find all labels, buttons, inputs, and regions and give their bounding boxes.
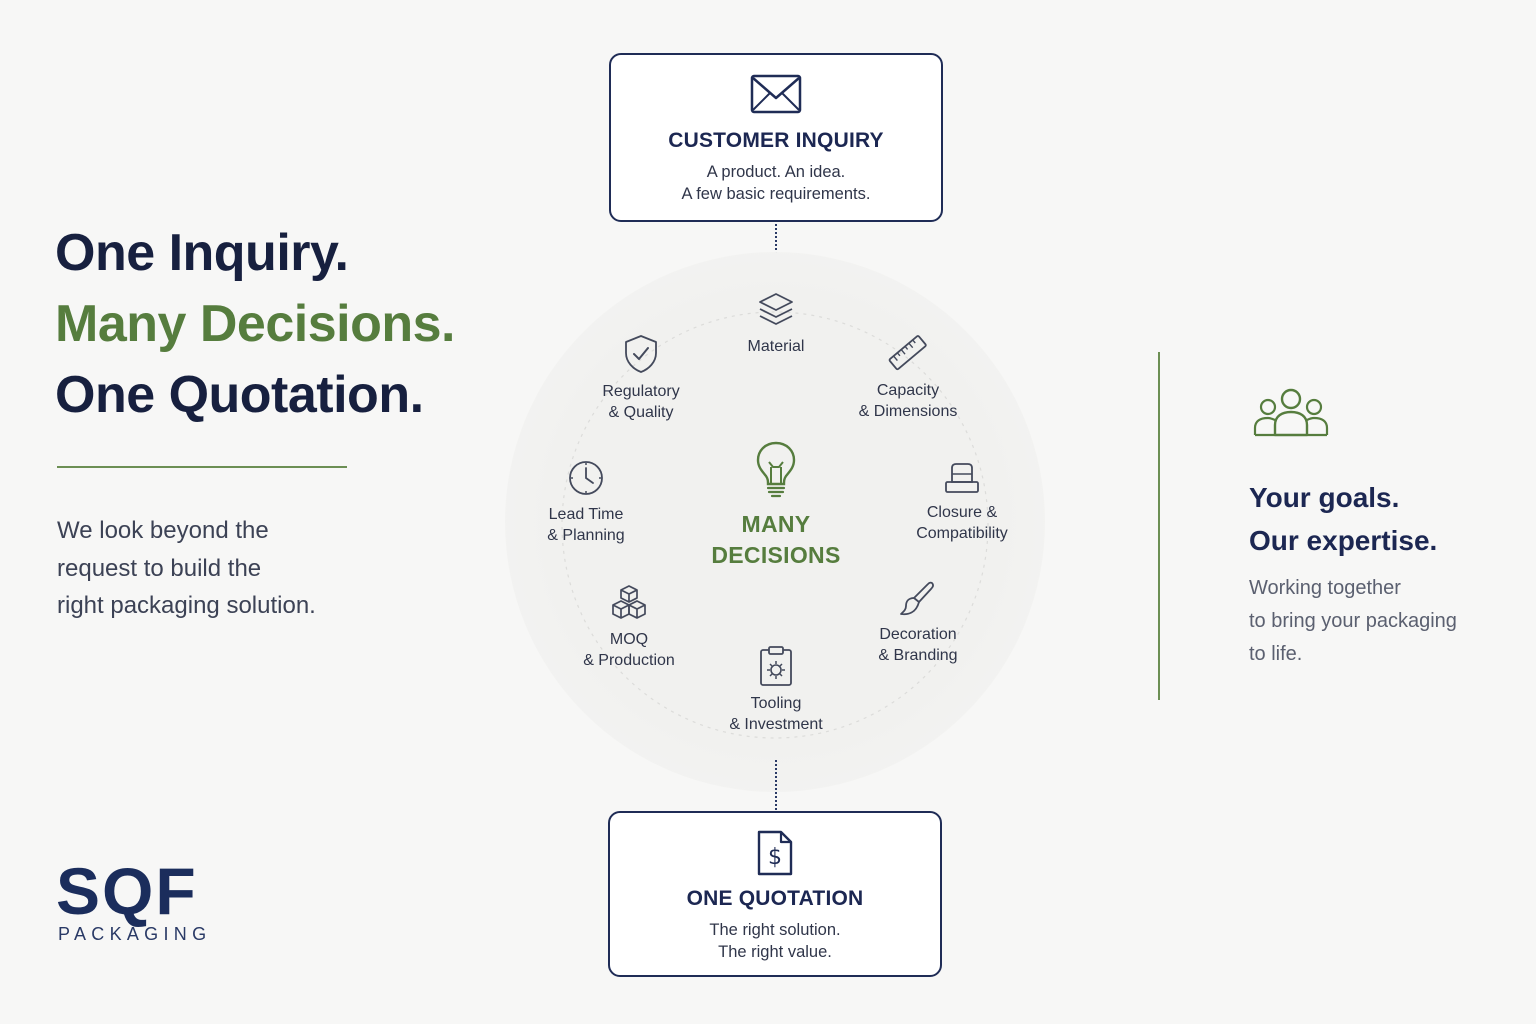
expertise-title-1: Your goals.	[1249, 482, 1400, 513]
tooling-label-2: & Investment	[729, 716, 823, 733]
closure-label-2: Compatibility	[916, 525, 1008, 542]
intro-text: We look beyond the request to build the …	[57, 512, 387, 625]
customer-inquiry-box: CUSTOMER INQUIRY A product. An idea. A f…	[609, 53, 943, 222]
expertise-body-1: Working together	[1249, 577, 1401, 599]
quotation-line-1: The right solution.	[709, 921, 841, 939]
intro-line-2: request to build the	[57, 554, 262, 582]
logo-mark: SQF	[56, 854, 198, 928]
tooling-label-1: Tooling	[750, 695, 802, 712]
decision-material: Material	[716, 290, 836, 357]
cap-icon	[945, 463, 979, 493]
one-quotation-box: $ ONE QUOTATION The right solution. The …	[608, 811, 942, 977]
headline: One Inquiry. Many Decisions. One Quotati…	[55, 218, 455, 431]
lightbulb-icon	[756, 441, 796, 498]
clipboard-icon	[760, 646, 792, 686]
shield-check-icon	[625, 335, 657, 373]
dollar-document-icon: $	[757, 830, 793, 876]
capacity-label-1: Capacity	[876, 382, 940, 399]
capacity-label-2: & Dimensions	[858, 403, 958, 420]
material-label: Material	[747, 338, 805, 355]
ruler-icon	[888, 335, 927, 371]
boxes-icon	[612, 585, 646, 619]
center-line-1: MANY	[741, 511, 811, 537]
expertise-body-3: to life.	[1249, 643, 1303, 665]
expertise-title: Your goals. Our expertise.	[1249, 476, 1437, 562]
team-icon	[1253, 388, 1329, 437]
decision-moq: MOQ & Production	[569, 583, 689, 671]
headline-divider	[57, 466, 347, 468]
decoration-label-2: & Branding	[878, 647, 958, 664]
right-divider	[1158, 352, 1160, 700]
decoration-label-1: Decoration	[879, 626, 957, 643]
decision-leadtime: Lead Time & Planning	[526, 458, 646, 546]
layers-icon	[759, 293, 793, 325]
decision-capacity: Capacity & Dimensions	[848, 332, 968, 422]
envelope-icon	[750, 74, 802, 114]
headline-line-1: One Inquiry.	[55, 224, 349, 282]
decision-regulatory: Regulatory & Quality	[581, 333, 701, 423]
leadtime-label-1: Lead Time	[548, 506, 624, 523]
expertise-title-2: Our expertise.	[1249, 525, 1438, 556]
expertise-body: Working together to bring your packaging…	[1249, 572, 1457, 671]
quotation-title: ONE QUOTATION	[686, 887, 864, 910]
decisions-circle	[505, 252, 1045, 792]
decision-decoration: Decoration & Branding	[858, 580, 978, 666]
clock-icon	[569, 461, 603, 495]
expertise-body-2: to bring your packaging	[1249, 610, 1457, 632]
connector-top	[775, 224, 777, 274]
intro-line-1: We look beyond the	[57, 517, 269, 544]
decision-tooling: Tooling & Investment	[716, 645, 836, 735]
closure-label-1: Closure &	[926, 504, 998, 521]
headline-line-3: One Quotation.	[55, 366, 424, 424]
inquiry-line-1: A product. An idea.	[706, 163, 846, 181]
quotation-text: The right solution. The right value.	[610, 919, 940, 963]
quotation-line-2: The right value.	[718, 943, 832, 961]
intro-line-3: right packaging solution.	[57, 592, 316, 619]
inquiry-line-2: A few basic requirements.	[681, 185, 871, 203]
center-line-2: DECISIONS	[711, 542, 841, 568]
inquiry-text: A product. An idea. A few basic requirem…	[611, 161, 941, 205]
regulatory-label-1: Regulatory	[602, 383, 680, 400]
connector-bottom	[775, 760, 777, 810]
headline-line-2: Many Decisions.	[55, 295, 455, 353]
many-decisions-label: MANY DECISIONS	[676, 509, 876, 571]
orbit-ring	[561, 311, 989, 739]
decision-closure: Closure & Compatibility	[902, 462, 1022, 544]
brush-icon	[900, 581, 934, 616]
regulatory-label-2: & Quality	[608, 404, 674, 421]
svg-text:$: $	[768, 845, 782, 870]
logo-subtitle: PACKAGING	[58, 924, 212, 944]
moq-label-1: MOQ	[609, 631, 649, 648]
moq-label-2: & Production	[583, 652, 675, 669]
leadtime-label-2: & Planning	[547, 527, 625, 544]
inquiry-title: CUSTOMER INQUIRY	[668, 129, 884, 152]
